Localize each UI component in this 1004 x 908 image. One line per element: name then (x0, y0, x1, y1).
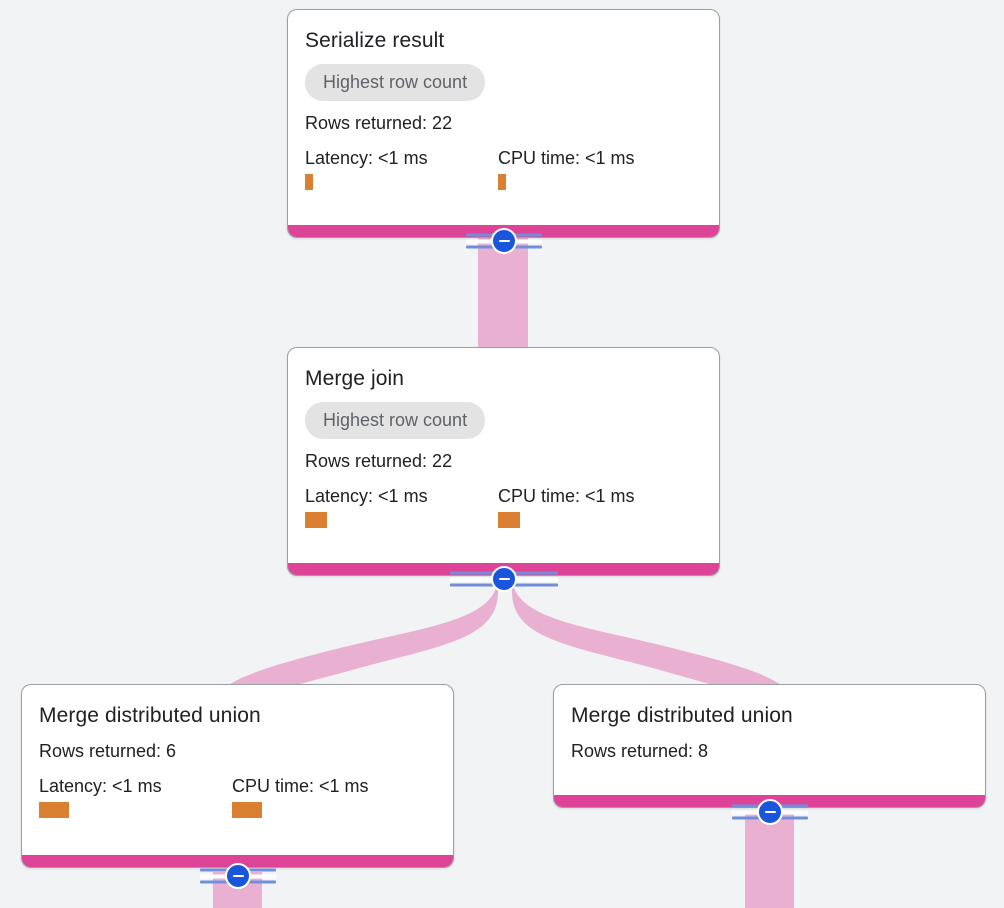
metric-latency: Latency: <1 ms (305, 485, 498, 528)
metric-latency-bar (305, 174, 313, 190)
node-title: Serialize result (305, 29, 445, 52)
metric-latency-label: Latency: <1 ms (39, 776, 162, 796)
metric-latency-bar (305, 512, 327, 528)
node-title: Merge distributed union (39, 704, 261, 727)
node-body: Merge join Highest row count Rows return… (288, 348, 719, 538)
metrics-row: Latency: <1 ms CPU time: <1 ms (305, 147, 702, 190)
metric-cpu-time-label: CPU time: <1 ms (232, 776, 369, 796)
metric-latency-bar (39, 802, 69, 818)
metric-cpu-time: CPU time: <1 ms (498, 147, 635, 190)
rows-returned-label: Rows returned: 6 (39, 741, 177, 761)
metric-latency-label: Latency: <1 ms (305, 148, 428, 168)
rows-returned-label: Rows returned: 22 (305, 451, 453, 471)
edge-union-right-down (745, 812, 794, 908)
minus-circle-icon[interactable] (225, 863, 251, 889)
metric-cpu-time-bar (498, 512, 520, 528)
rows-returned-label: Rows returned: 22 (305, 113, 453, 133)
node-body: Serialize result Highest row count Rows … (288, 10, 719, 200)
node-title: Merge join (305, 367, 405, 390)
node-merge-distributed-union-left[interactable]: Merge distributed union Rows returned: 6… (21, 684, 454, 868)
metric-cpu-time-bar (498, 174, 506, 190)
status-badge: Highest row count (305, 402, 486, 439)
metric-cpu-time-bar (232, 802, 262, 818)
collapse-toggle-merge-join[interactable] (450, 566, 558, 592)
minus-circle-icon[interactable] (757, 799, 783, 825)
node-body: Merge distributed union Rows returned: 8 (554, 685, 985, 773)
status-badge: Highest row count (305, 64, 486, 101)
rows-returned-label: Rows returned: 8 (571, 741, 709, 761)
minus-circle-icon[interactable] (491, 228, 517, 254)
node-merge-join[interactable]: Merge join Highest row count Rows return… (287, 347, 720, 576)
collapse-toggle-union-right[interactable] (732, 799, 808, 825)
collapse-toggle-serialize-result[interactable] (466, 228, 542, 254)
metric-latency: Latency: <1 ms (39, 775, 232, 818)
node-title: Merge distributed union (571, 704, 793, 727)
node-serialize-result[interactable]: Serialize result Highest row count Rows … (287, 9, 720, 238)
node-accent-bar (22, 855, 453, 867)
metric-cpu-time-label: CPU time: <1 ms (498, 486, 635, 506)
metric-cpu-time: CPU time: <1 ms (498, 485, 635, 528)
metrics-row: Latency: <1 ms CPU time: <1 ms (305, 485, 702, 528)
metrics-row: Latency: <1 ms CPU time: <1 ms (39, 775, 436, 818)
minus-circle-icon[interactable] (491, 566, 517, 592)
node-merge-distributed-union-right[interactable]: Merge distributed union Rows returned: 8 (553, 684, 986, 808)
metric-cpu-time: CPU time: <1 ms (232, 775, 369, 818)
metric-latency-label: Latency: <1 ms (305, 486, 428, 506)
metric-cpu-time-label: CPU time: <1 ms (498, 148, 635, 168)
node-body: Merge distributed union Rows returned: 6… (22, 685, 453, 828)
collapse-toggle-union-left[interactable] (200, 863, 276, 889)
metric-latency: Latency: <1 ms (305, 147, 498, 190)
